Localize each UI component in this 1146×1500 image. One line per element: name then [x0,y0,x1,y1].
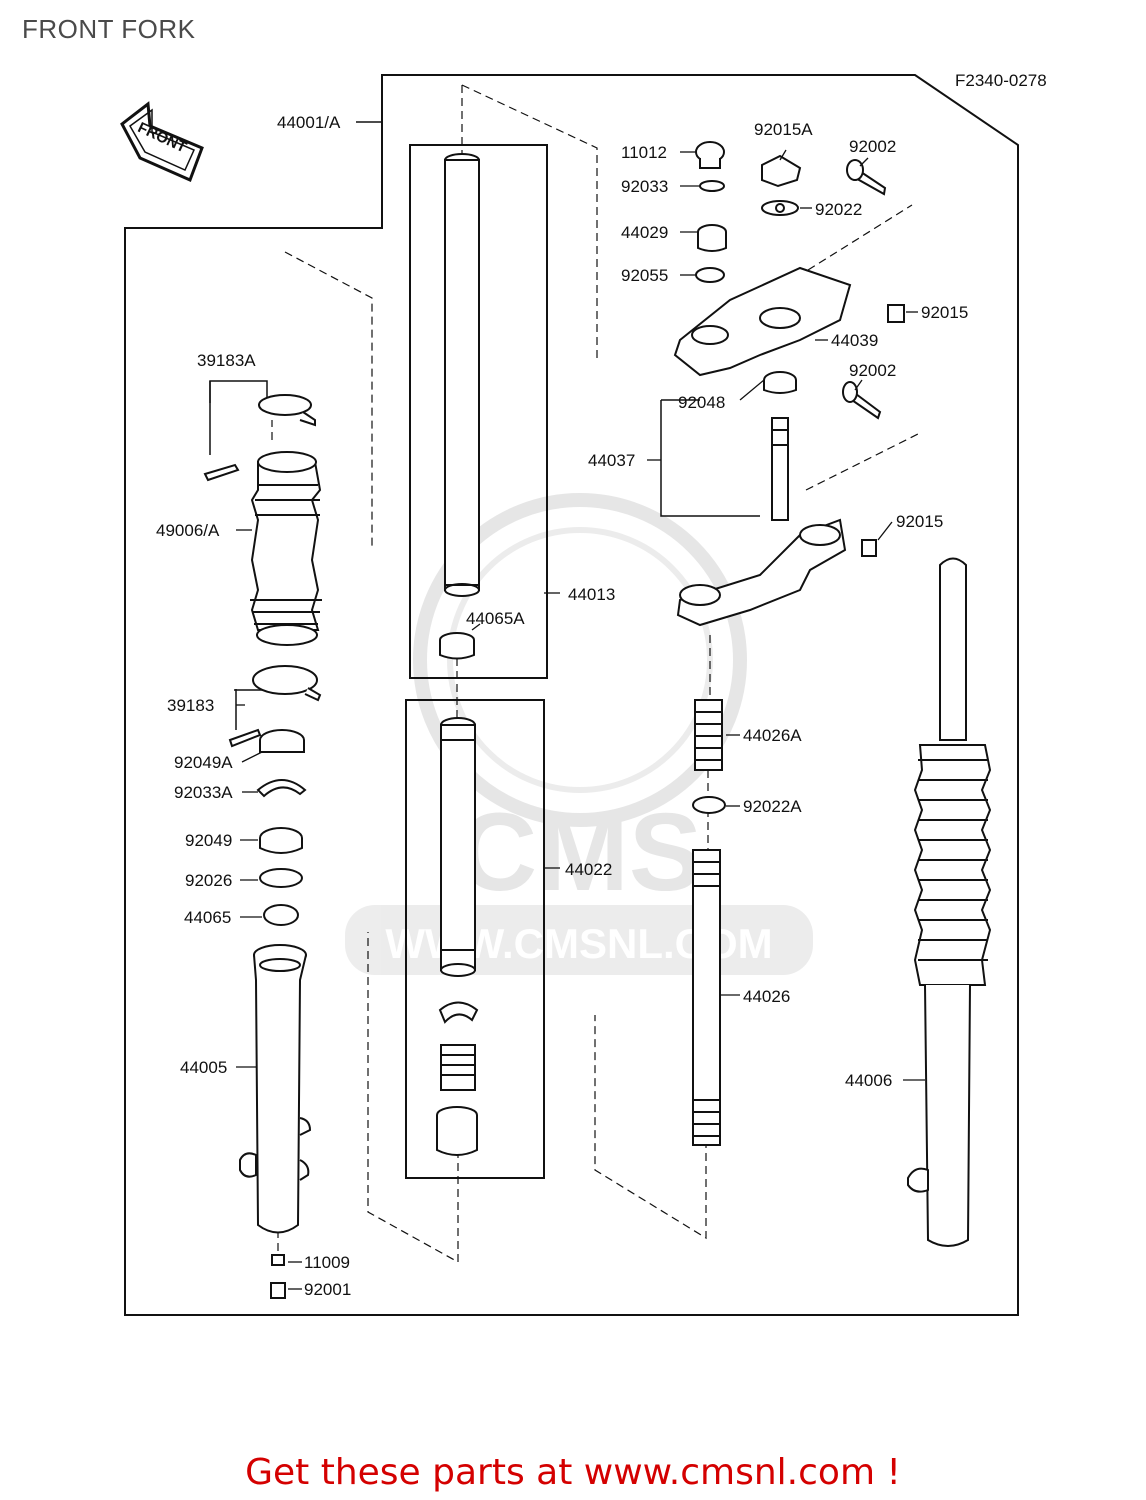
alignment-guides [271,84,923,1264]
part-label-92033: 92033 [621,177,668,196]
part-label-92015: 92015 [896,512,943,531]
part-label-44029: 44029 [621,223,668,242]
part-label-49006A: 49006/A [156,521,220,540]
bracket-lines [209,121,760,730]
part-label-44006: 44006 [845,1071,892,1090]
footer-cta-link[interactable]: Get these parts at www.cmsnl.com ! [245,1452,901,1493]
part-label-92055: 92055 [621,266,668,285]
part-label-44065A: 44065A [466,609,525,628]
part-label-92049: 92049 [185,831,232,850]
fork-springs [692,699,726,1146]
part-label-11012: 11012 [621,143,667,162]
fork-cylinder [436,717,479,1156]
part-label-92001: 92001 [304,1280,351,1299]
watermark-logo: CMS [458,791,702,914]
cylinder-group-box [405,699,545,1179]
part-label-92002: 92002 [849,361,896,380]
part-labels: 44001/A 11012 92015A 92002 92033 92022 4… [156,113,968,1299]
boot-clamp [228,665,322,926]
part-label-92026: 92026 [185,871,232,890]
part-label-11009: 11009 [304,1253,350,1272]
part-label-39183A: 39183A [197,351,256,370]
diagram-code: F2340-0278 [955,71,1047,90]
front-arrow-icon: FRONT [120,101,204,183]
inner-tube [439,153,480,660]
leader-lines [236,149,925,1290]
inner-tube-group-box [409,144,548,679]
top-clamp-parts [673,141,905,627]
page-title: FRONT FORK [22,14,196,44]
diagram-frame [124,74,1019,1316]
part-label-44022: 44022 [565,860,612,879]
part-label-92002: 92002 [849,137,896,156]
part-label-44005: 44005 [180,1058,227,1077]
part-label-44037: 44037 [588,451,635,470]
outer-tube-right [907,557,992,1247]
part-label-44013: 44013 [568,585,615,604]
outer-tube-left [239,944,312,1299]
part-label-92033A: 92033A [174,783,233,802]
part-label-44001A: 44001/A [277,113,341,132]
part-label-92022A: 92022A [743,797,802,816]
part-label-92015: 92015 [921,303,968,322]
part-label-92048: 92048 [678,393,725,412]
part-label-92015A: 92015A [754,120,813,139]
part-label-44026: 44026 [743,987,790,1006]
part-label-44026A: 44026A [743,726,802,745]
part-label-92049A: 92049A [174,753,233,772]
part-label-44065: 44065 [184,908,231,927]
part-label-44039: 44039 [831,331,878,350]
part-label-92022: 92022 [815,200,862,219]
fork-boot-left [203,394,322,646]
part-label-39183: 39183 [167,696,214,715]
